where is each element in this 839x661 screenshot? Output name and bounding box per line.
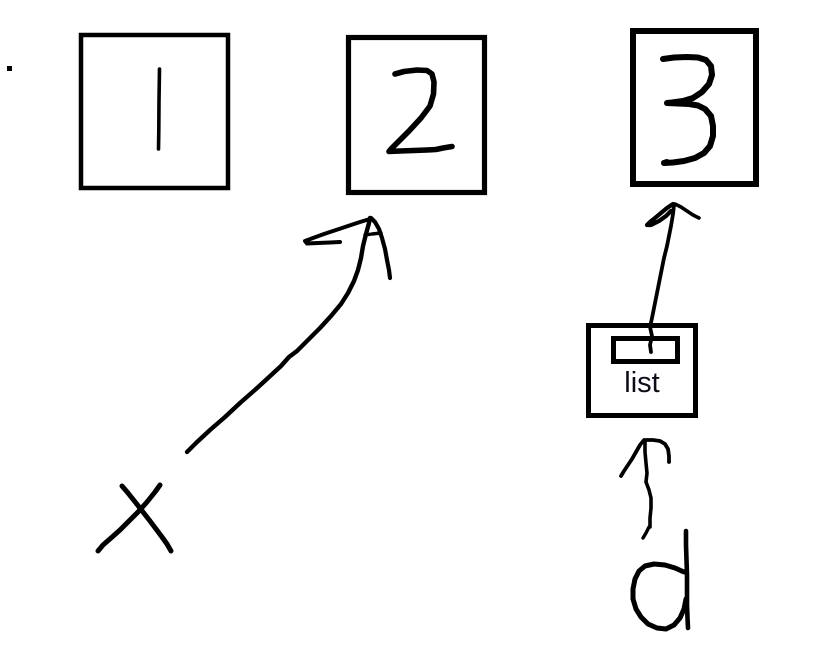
box-2-frame [345,34,488,196]
arrow-d-to-list-shaft [643,439,653,529]
box-2[interactable] [345,34,488,196]
arrow-list-to-box-3-left-barb [644,201,676,228]
arrow-d-to-list-right-barb [644,438,671,464]
arrow-diagonal-head-left-barb [303,217,372,246]
d-letter[interactable] [630,528,691,632]
arrow-d-to-list[interactable] [619,438,671,540]
arrow-list-to-box-3-shaft [648,203,676,354]
d-letter-bowl [630,561,689,632]
digit-1-glyph [156,67,162,151]
list-component-label: list [624,367,660,399]
box-1-frame [78,32,231,191]
corner-dot [7,66,12,71]
x-mark-stroke-1 [119,483,174,554]
arrow-d-to-list-tail-tick [641,525,651,540]
digit-2-glyph [386,67,455,155]
arrow-d-to-list-left-barb [619,438,646,478]
box-1[interactable] [78,32,231,191]
arrow-diagonal-head-right-barb [368,215,393,281]
digit-3-glyph [660,54,716,166]
list-inner-rect [611,336,680,364]
corner-dot-mark [7,66,12,71]
d-letter-stem [683,528,691,631]
box-3-frame [630,28,759,187]
box-3[interactable] [630,28,759,187]
arrow-diagonal-head-inner-tick [363,231,383,237]
list-component-box[interactable] [586,323,698,418]
arrow-list-to-box-3[interactable] [644,201,701,354]
arrow-diagonal-to-top[interactable] [184,215,393,455]
arrow-list-to-box-3-right-barb [673,202,701,220]
arrow-diagonal-shaft [184,215,373,455]
x-mark-stroke-2 [95,482,163,554]
x-mark[interactable] [95,482,174,554]
list-outer-frame [586,323,698,418]
